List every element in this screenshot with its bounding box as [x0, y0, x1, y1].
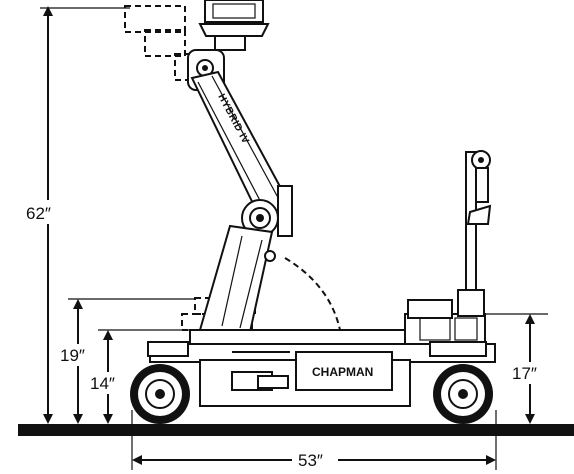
- label-wheelbase: 53″: [298, 451, 323, 470]
- rear-wheel: [433, 364, 493, 424]
- boom-arm: HYBRID IV: [187, 49, 293, 334]
- ghost-upper-mount: [124, 5, 196, 81]
- floor-bar: [18, 424, 574, 436]
- dimension-mid-height: 19″: [58, 298, 195, 424]
- dimension-low-height: 14″: [88, 329, 205, 424]
- boom-swing-arc: [284, 257, 341, 331]
- dimension-deck-height: 17″: [480, 313, 554, 424]
- dimension-max-height: 62″: [22, 6, 130, 424]
- dimension-wheelbase: 53″: [131, 410, 497, 470]
- dolly-chassis: CHAPMAN: [147, 299, 496, 407]
- front-wheel: [130, 364, 190, 424]
- steering-handle: [457, 150, 492, 317]
- label-max-height: 62″: [26, 204, 51, 223]
- top-camera-platform: [198, 0, 270, 51]
- label-mid-height: 19″: [60, 346, 85, 365]
- label-deck-height: 17″: [512, 364, 537, 383]
- label-low-height: 14″: [90, 374, 115, 393]
- brand-label: CHAPMAN: [312, 365, 373, 379]
